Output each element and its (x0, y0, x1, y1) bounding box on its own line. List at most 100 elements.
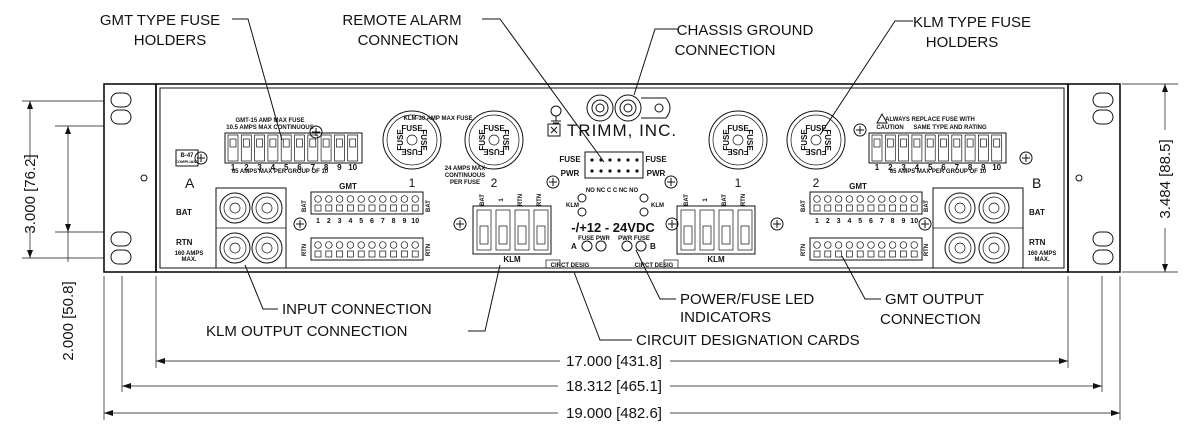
klm-cap-fuse-word: FUSE (483, 124, 505, 133)
gmt-fuse-holder (280, 134, 292, 162)
gmt-terminal-screw (325, 195, 333, 203)
panel-screw (918, 217, 932, 231)
gmt-terminal-screw (368, 241, 376, 249)
gmt-fuse-number: 2 (888, 163, 893, 172)
gmt-out-left-title: GMT (339, 182, 357, 191)
gmt-terminal-screw (845, 241, 854, 249)
klm-cap-fuse-word: FUSE (727, 124, 749, 133)
gmt-terminal-slot (401, 250, 408, 258)
gmt-fuse-number: 8 (324, 163, 329, 172)
gmt-terminal-number: 1 (316, 218, 320, 225)
gmt-terminal-number: 4 (348, 218, 352, 225)
gmt-terminal-screw (845, 195, 854, 203)
svg-text:2.000 [50.8]: 2.000 [50.8] (60, 281, 77, 360)
trimm-logo (547, 123, 561, 137)
dim-offset-left: 2.000 [50.8] (55, 125, 104, 361)
gmt-fuse-holders-right (868, 132, 1007, 164)
gmt-terminal-screw (834, 195, 843, 203)
gmt-fuse-window (966, 138, 974, 148)
gmt-terminal-screw (379, 195, 387, 203)
chassis-face (155, 83, 1069, 273)
gmt-terminal-screw (400, 241, 409, 249)
dim-width-18: 18.312 [465.1] (566, 378, 662, 395)
gmt-terminal-side-label: RTN (801, 244, 807, 256)
input-lug (978, 192, 1010, 224)
gmt-fuse-window (242, 138, 250, 148)
input-lug-ring (948, 196, 972, 220)
gmt-terminal-screw (389, 195, 398, 203)
voltage-rating: -/+12 - 24VDC (571, 220, 655, 235)
klm-rating: KLM-30 AMP MAX FUSE (403, 116, 472, 122)
gmt-terminal-screw (888, 195, 897, 203)
gmt-fuse-number: 9 (981, 163, 986, 172)
input-lugs-left (215, 187, 287, 269)
klm-fuse-cap-inner (386, 114, 438, 166)
gmt-fuse-holder (347, 134, 359, 162)
panel-screw (853, 123, 867, 137)
gmt-terminal-slot (824, 204, 832, 212)
gmt-fuse-number: 3 (901, 163, 906, 172)
klm-right-num-2: 2 (813, 176, 820, 190)
svg-text:INDICATORS: INDICATORS (680, 309, 771, 326)
svg-text:CONNECTION: CONNECTION (880, 311, 981, 328)
alarm-pin (635, 158, 639, 162)
klm-terminal-clamp (536, 225, 546, 245)
gmt-fuse-window (993, 138, 1001, 148)
panel-screw (194, 151, 208, 165)
gmt-fuse-holder (951, 134, 963, 162)
svg-text:KLM TYPE FUSE: KLM TYPE FUSE (913, 14, 1031, 31)
svg-text:CONNECTION: CONNECTION (675, 42, 776, 59)
klm-terminal (495, 209, 511, 251)
gmt-fuse-holder (884, 134, 896, 162)
gmt-fuse-window (886, 138, 894, 148)
input-lug-bolt (261, 242, 273, 254)
klm-fuse-cap-inner (468, 114, 520, 166)
dim-widths: 17.000 [431.8] 18.312 [465.1] 19.000 [48… (103, 276, 1121, 422)
chassis-ground-symbol (550, 105, 562, 124)
input-lug (219, 192, 251, 224)
gmt-terminal-number: 2 (826, 218, 830, 225)
gmt-terminal-slot (889, 204, 896, 212)
gmt-fuse-window (940, 138, 947, 148)
gmt-terminal-strip (809, 191, 923, 215)
gmt-terminal-screw (899, 195, 908, 203)
gmt-terminal-slot (336, 250, 343, 258)
warning-triangle (876, 112, 888, 124)
gmt-terminal-screw (411, 195, 419, 203)
input-lug-ring (982, 236, 1006, 260)
gmt-fuse-number: 5 (928, 163, 933, 172)
gmt-fuse-holders-left (224, 132, 363, 164)
gmt-terminal-number: 7 (381, 218, 385, 225)
klm-cap-fuse-word: FUSE (722, 129, 731, 151)
gmt-terminal-slot (867, 250, 875, 258)
gmt-fuse-holder (227, 134, 239, 162)
svg-text:3.484 [88.5]: 3.484 [88.5] (1157, 139, 1174, 218)
gmt-terminal-screw (357, 241, 365, 249)
gmt-terminal-slot (846, 204, 853, 212)
klm-cap-fuse-word: FUSE (478, 129, 487, 151)
klm-out-left-title: KLM (503, 255, 521, 264)
alarm-pin (626, 169, 630, 173)
rtn-label-right: RTN (1029, 238, 1046, 247)
gmt-terminal-screw (335, 241, 344, 249)
gmt-terminal-number: 10 (411, 218, 419, 225)
gmt-fuse-window (873, 138, 881, 148)
panel-screws (194, 123, 1033, 231)
gmt-terminal-slot (835, 204, 842, 212)
input-lug-bolt (988, 242, 1000, 254)
gmt-terminal-slot (910, 204, 918, 212)
panel-screw (770, 217, 784, 231)
power-fuse-leds (581, 240, 647, 252)
gmt-terminal-screw (867, 195, 875, 203)
gmt-terminal-number: 6 (869, 218, 873, 225)
input-lug-bolt (954, 242, 966, 254)
gmt-terminal-number: 8 (392, 218, 396, 225)
alarm-pin (608, 169, 612, 173)
gmt-terminal-number: 3 (837, 218, 841, 225)
gmt-terminal-number: 2 (327, 218, 331, 225)
gmt-terminal-slot (357, 204, 365, 212)
gmt-terminal-number: 10 (910, 218, 918, 225)
gmt-terminal-number: 5 (858, 218, 862, 225)
